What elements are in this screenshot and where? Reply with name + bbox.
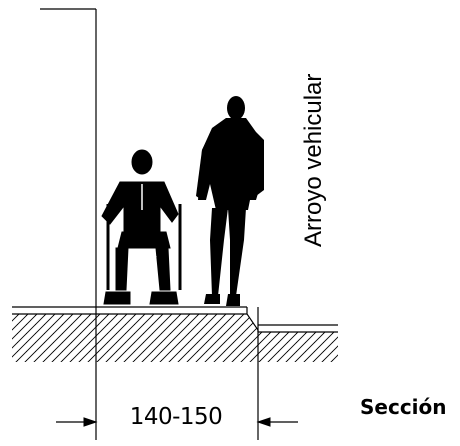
street-label: Arroyo vehicular [300, 73, 327, 247]
pedestrian-figure [196, 96, 264, 306]
building-facade [40, 8, 97, 440]
width-dimension-label: 140-150 [129, 404, 223, 430]
dimension-line [56, 417, 298, 427]
wheelchair-user-figure [101, 149, 182, 305]
section-label: Sección [360, 395, 447, 419]
